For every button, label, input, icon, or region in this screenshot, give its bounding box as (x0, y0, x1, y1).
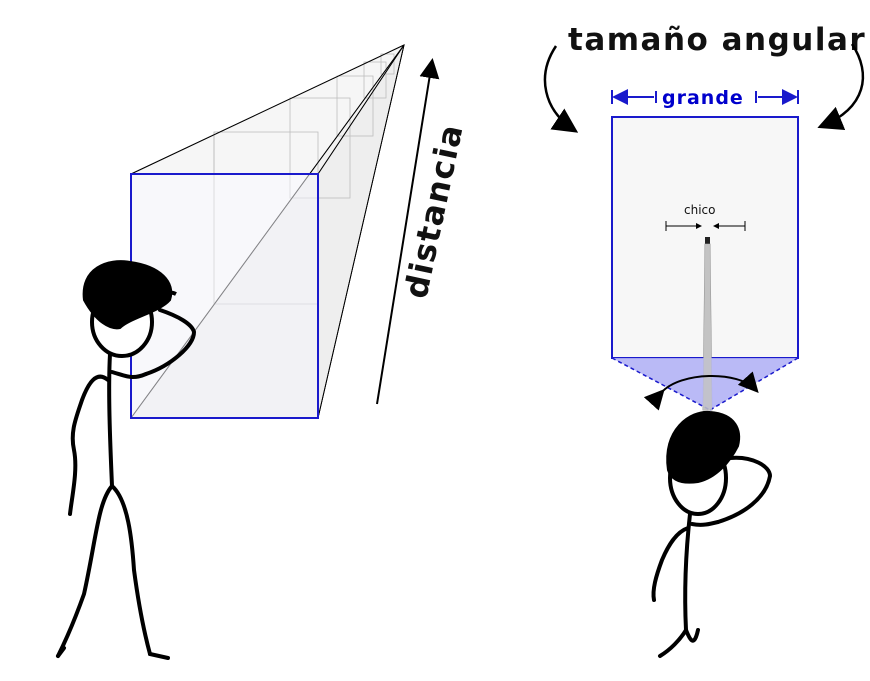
cap-icon (666, 410, 741, 484)
small-label: chico (684, 203, 715, 217)
large-dimension: grande (611, 87, 799, 109)
angular-size-title: tamaño angular (568, 22, 866, 58)
edge-top-left (130, 44, 405, 175)
perspective-panel: distancia (56, 44, 471, 660)
far-object (705, 237, 710, 244)
stick-figure-left (56, 260, 196, 660)
angular-size-panel: tamaño angular grande chico (543, 22, 866, 658)
curved-arrow-left-icon (543, 45, 579, 133)
angle-arc-icon (643, 371, 759, 411)
cap-icon (82, 260, 173, 330)
stick-figure-right (651, 410, 772, 658)
large-label: grande (662, 87, 744, 109)
distance-arrow (376, 58, 440, 405)
curved-arrow-right-icon (817, 43, 865, 130)
edge-top-right (317, 44, 405, 175)
small-dimension: chico (665, 203, 746, 231)
edge-bottom-right (317, 44, 405, 419)
